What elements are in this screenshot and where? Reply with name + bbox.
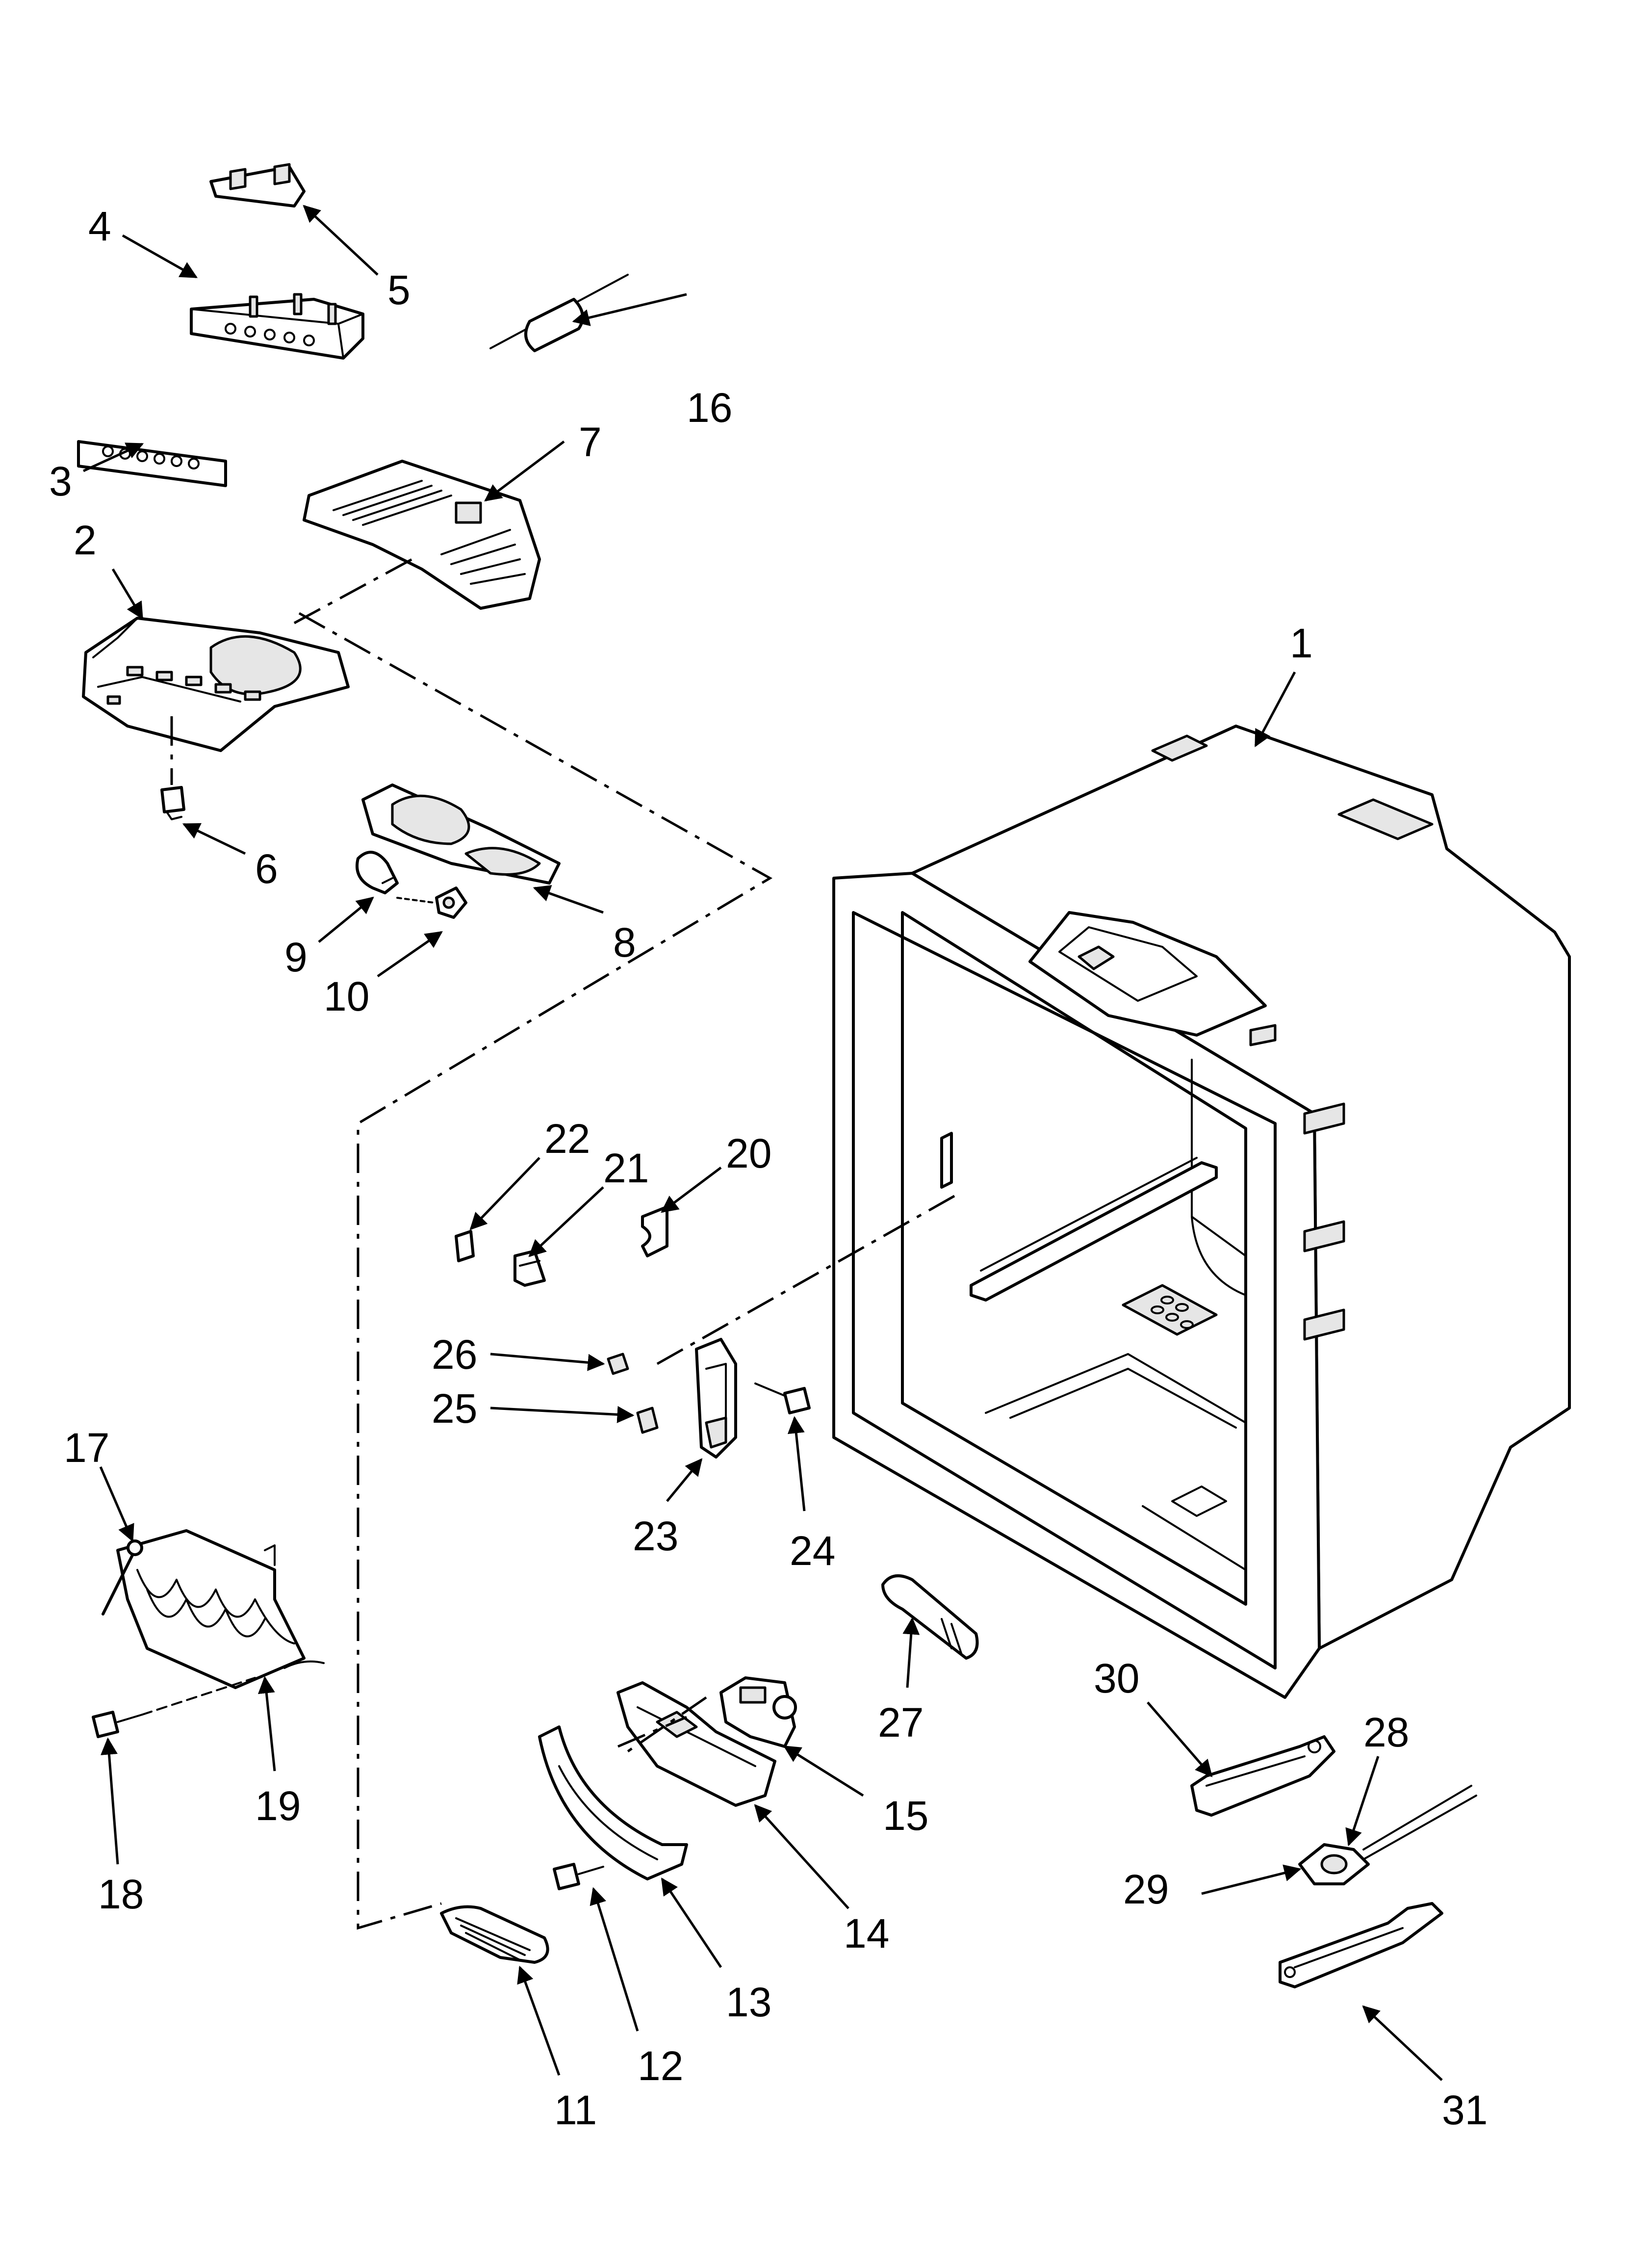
callout-4: 4 [88, 203, 111, 249]
screw-part-18 [92, 1677, 256, 1738]
valve-part-15 [719, 1676, 797, 1748]
leader-lines [82, 205, 1443, 2081]
callout-9: 9 [284, 934, 308, 980]
callout-17: 17 [64, 1425, 109, 1471]
bezel-part-14 [616, 1681, 776, 1807]
wire-part-28 [1362, 1785, 1477, 1860]
bracket-part-31 [1279, 1902, 1443, 1988]
callout-20: 20 [726, 1130, 771, 1176]
bulb-part-9 [356, 851, 399, 894]
callout-14: 14 [844, 1910, 889, 1956]
callout-3: 3 [49, 458, 72, 504]
cover-part-11 [440, 1905, 549, 1964]
callout-6: 6 [255, 846, 278, 892]
filter-part-27 [881, 1574, 979, 1660]
callout-31: 31 [1442, 2087, 1488, 2133]
overlay-part-3 [77, 440, 227, 487]
cap-part-22 [455, 1230, 475, 1262]
control-housing-part-2 [82, 617, 350, 752]
sensor-part-29 [1298, 1843, 1370, 1885]
control-panel-part-4 [190, 293, 364, 360]
callout-labels: 1 2 3 4 5 6 7 8 9 10 11 12 13 14 15 16 1… [49, 203, 1488, 2133]
duct-cover-part-7 [303, 460, 541, 610]
callout-18: 18 [98, 1871, 144, 1917]
heater-part-17 [102, 1529, 306, 1689]
socket-part-10 [396, 886, 467, 919]
tube-part-16 [489, 274, 629, 352]
callout-29: 29 [1123, 1866, 1169, 1912]
callout-5: 5 [387, 267, 410, 313]
callout-2: 2 [74, 517, 97, 563]
callout-8: 8 [613, 919, 636, 965]
trim-part-13 [538, 1725, 688, 1880]
callout-28: 28 [1363, 1709, 1409, 1755]
switch-part-6 [160, 786, 185, 820]
callout-21: 21 [603, 1145, 649, 1191]
callout-30: 30 [1094, 1655, 1139, 1701]
hinge-cover-part-23 [695, 1338, 737, 1459]
bracket-part-21 [513, 1250, 546, 1287]
callout-10: 10 [324, 973, 369, 1019]
callout-22: 22 [544, 1116, 590, 1162]
callout-13: 13 [726, 1979, 771, 2025]
clip-part-25 [636, 1407, 659, 1434]
callout-12: 12 [638, 2043, 683, 2089]
harness-part-19 [283, 1660, 325, 1669]
callout-7: 7 [579, 419, 602, 465]
bracket-part-30 [1190, 1735, 1335, 1817]
callout-27: 27 [878, 1699, 924, 1746]
callout-23: 23 [633, 1513, 678, 1559]
screw-part-24 [754, 1382, 811, 1414]
callout-25: 25 [432, 1385, 477, 1432]
liner-part-1 [832, 725, 1571, 1699]
callout-24: 24 [790, 1528, 835, 1574]
callout-15: 15 [883, 1793, 928, 1839]
callout-26: 26 [432, 1331, 477, 1378]
callout-1: 1 [1290, 620, 1313, 666]
clip-part-20 [641, 1205, 668, 1257]
assembly-lines [170, 558, 962, 1930]
callout-16: 16 [687, 385, 732, 431]
callout-19: 19 [255, 1783, 301, 1829]
clip-part-26 [607, 1353, 629, 1375]
light-housing-part-8 [361, 783, 561, 885]
callout-11: 11 [554, 2087, 597, 2133]
screw-part-12 [553, 1863, 604, 1890]
bracket-part-5 [209, 163, 306, 208]
